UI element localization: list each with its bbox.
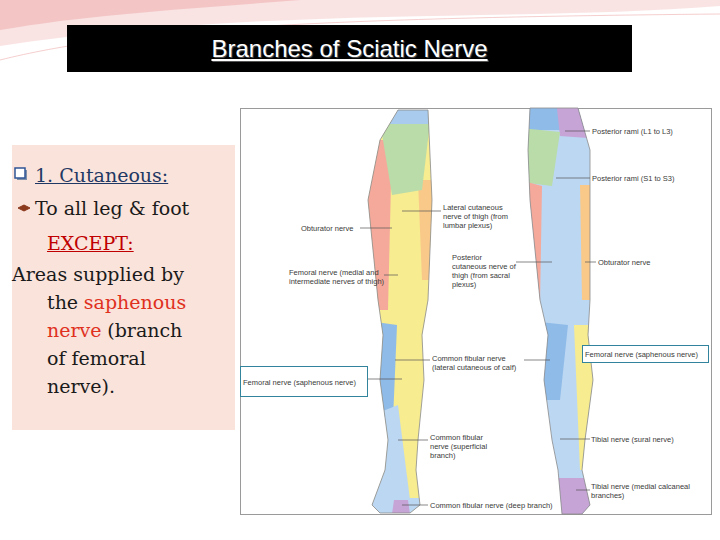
back-leg-regions bbox=[520, 100, 600, 520]
nerve-label: Tibial nerve (medial calcaneal branches) bbox=[591, 482, 709, 500]
front-leg-regions bbox=[360, 100, 440, 520]
nerve-label: Lateral cutaneous nerve of thigh (from l… bbox=[443, 203, 515, 230]
nerve-label: Common fibular nerve (lateral cutaneous … bbox=[432, 354, 524, 372]
bullet-symbols bbox=[12, 145, 42, 225]
nerve-label: Femoral nerve (medial and intermediate n… bbox=[289, 268, 385, 286]
leader-lines bbox=[360, 131, 596, 505]
nerve-label: Obturator nerve bbox=[598, 258, 698, 267]
rami-sacral-region bbox=[556, 100, 588, 138]
leader-line bbox=[560, 439, 590, 440]
callout-text: Femoral nerve (saphenous nerve) bbox=[243, 377, 365, 386]
saphenous-region bbox=[360, 320, 440, 520]
leader-line bbox=[585, 262, 596, 263]
front-leg-outline bbox=[368, 110, 432, 513]
leader-line bbox=[368, 379, 402, 380]
leader-line bbox=[360, 228, 392, 229]
leader-line bbox=[402, 505, 428, 506]
callout-box: Femoral nerve (saphenous nerve) bbox=[582, 345, 709, 363]
body-paragraph: Areas supplied by thesaphenous nerve(bra… bbox=[12, 260, 197, 400]
title-bar bbox=[67, 25, 632, 72]
text-panel: 1. Cutaneous: To all leg & footEXCEPT: Are… bbox=[12, 145, 235, 430]
lateral-calf-region bbox=[520, 320, 568, 400]
emphasis-text: EXCEPT: bbox=[47, 231, 134, 255]
nerve-label: Common fibular nerve (deep branch) bbox=[430, 501, 560, 510]
leader-line bbox=[402, 211, 441, 212]
bullet-text: To all leg & foot bbox=[35, 196, 189, 220]
slide-title: Branches of Sciatic Nerve bbox=[67, 25, 632, 72]
ornament-bullet bbox=[18, 205, 30, 211]
leader-line bbox=[384, 275, 398, 276]
femoral-region bbox=[360, 100, 440, 340]
green-region bbox=[520, 128, 560, 186]
nerve-label: Posterior rami (L1 to L3) bbox=[592, 127, 707, 136]
leader-line bbox=[516, 262, 552, 263]
image-frame bbox=[241, 109, 712, 515]
nerve-label: Tibial nerve (sural nerve) bbox=[591, 435, 706, 444]
callout-box: Femoral nerve (saphenous nerve) bbox=[240, 366, 368, 397]
leader-line bbox=[524, 360, 550, 361]
leader-line bbox=[576, 490, 590, 491]
nerve-label: Posterior cutaneous nerve of thigh (from… bbox=[452, 253, 516, 289]
genitofemoral-region bbox=[380, 122, 430, 195]
nerve-label: Common fibular nerve (superficial branch… bbox=[430, 433, 496, 460]
square-bullet bbox=[15, 168, 25, 178]
nerve-label: Obturator nerve bbox=[301, 224, 361, 233]
leader-line bbox=[395, 360, 430, 361]
leader-line bbox=[398, 440, 428, 441]
back-leg-outline bbox=[528, 108, 593, 514]
nerve-label: Posterior rami (S1 to S3) bbox=[592, 174, 707, 183]
leader-line bbox=[565, 131, 590, 132]
leader-line bbox=[556, 178, 590, 179]
callout-text: Femoral nerve (saphenous nerve) bbox=[585, 350, 706, 359]
deep-fibular-region bbox=[392, 500, 410, 514]
section-heading: 1. Cutaneous: bbox=[35, 163, 168, 187]
foot-region bbox=[360, 498, 440, 520]
